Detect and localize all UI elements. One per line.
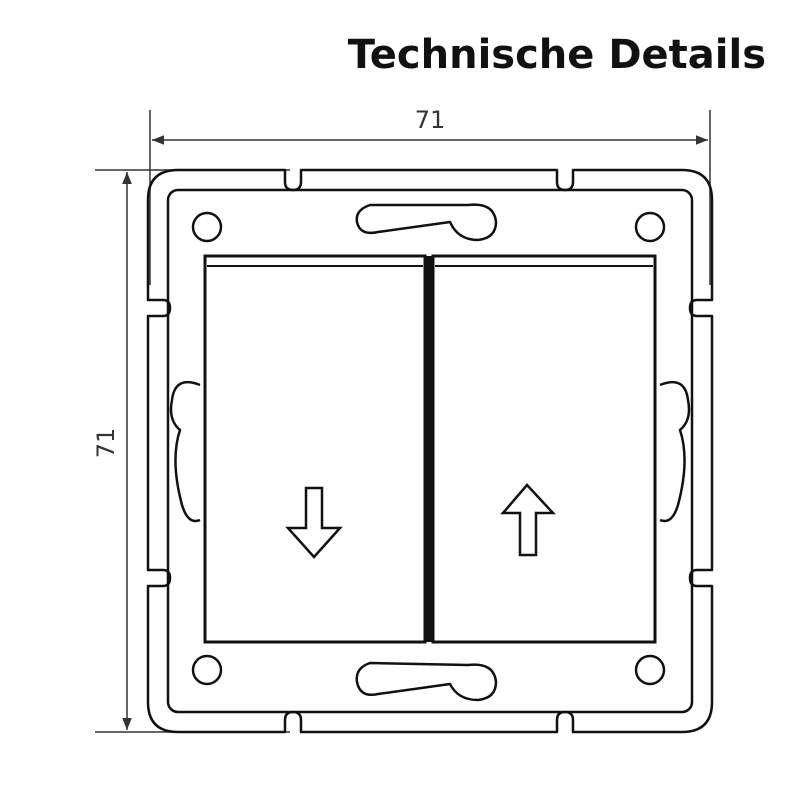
screw-hole-bottom-left (191, 654, 223, 686)
mounting-slot-top (355, 203, 498, 242)
height-label: 71 (92, 428, 120, 459)
screw-hole-bottom-right (634, 654, 666, 686)
page-title: Technische Details (347, 32, 766, 78)
rocker-button-right[interactable] (431, 254, 657, 644)
rocker-button-left[interactable] (203, 254, 427, 644)
width-label: 71 (415, 106, 446, 134)
width-dimension (149, 110, 711, 285)
screw-hole-top-right (634, 211, 666, 243)
screw-hole-top-left (191, 211, 223, 243)
side-clip-right (659, 380, 691, 523)
inner-frame (166, 188, 694, 714)
rocker-divider (425, 256, 433, 642)
side-clip-left (169, 380, 201, 523)
mounting-slot-bottom (355, 661, 498, 702)
arrow-down-icon (285, 486, 343, 559)
arrow-up-icon (500, 483, 556, 557)
